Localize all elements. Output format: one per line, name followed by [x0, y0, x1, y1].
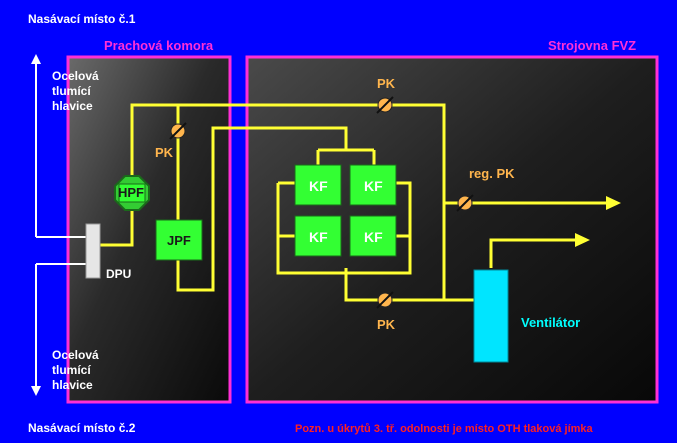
kf-filter-1 [294, 164, 342, 206]
reg-outlet-arrow-icon [606, 196, 621, 210]
reg-pk-label: reg. PK [469, 166, 515, 181]
dust-chamber-label: Prachová komora [104, 38, 214, 53]
pk-bottom-label: PK [377, 317, 396, 332]
kf-filter-3 [294, 215, 342, 257]
intake-1-title: Nasávací místo č.1 [28, 12, 136, 26]
kf-label-4: KF [364, 229, 383, 245]
pk-left-label: PK [155, 145, 174, 160]
steel-head-top-line1: Ocelová [52, 69, 99, 83]
steel-head-bottom-line1: Ocelová [52, 348, 99, 362]
kf-label-2: KF [364, 178, 383, 194]
valve-pk-bottom [376, 291, 394, 309]
arrow-up-icon [31, 54, 41, 64]
valve-reg-pk [456, 194, 474, 212]
fan-outlet-arrow-icon [575, 233, 590, 247]
ventilator-label: Ventilátor [521, 315, 580, 330]
ventilator-unit [473, 269, 509, 363]
valve-pk-left [169, 122, 187, 140]
steel-head-bottom-line3: hlavice [52, 378, 93, 392]
kf-filter-2 [349, 164, 397, 206]
intake-2-title: Nasávací místo č.2 [28, 421, 136, 435]
steel-head-bottom-line2: tlumící [52, 363, 91, 377]
steel-head-top-line2: tlumící [52, 84, 91, 98]
steel-head-top-line3: hlavice [52, 99, 93, 113]
jpf-filter [155, 219, 203, 261]
arrow-down-icon [31, 386, 41, 396]
dpu-unit [85, 223, 101, 279]
hpf-label: HPF [118, 185, 144, 200]
kf-label-3: KF [309, 229, 328, 245]
jpf-label: JPF [167, 233, 191, 248]
kf-filter-4 [349, 215, 397, 257]
footnote: Pozn. u úkrytů 3. tř. odolnosti je místo… [295, 423, 594, 435]
pk-top-label: PK [377, 76, 396, 91]
dpu-label: DPU [106, 267, 131, 281]
machine-room-label: Strojovna FVZ [548, 38, 636, 53]
intake-pipes [35, 62, 86, 386]
kf-label-1: KF [309, 178, 328, 194]
hpf-inner [118, 183, 146, 203]
valve-pk-top [376, 96, 394, 114]
